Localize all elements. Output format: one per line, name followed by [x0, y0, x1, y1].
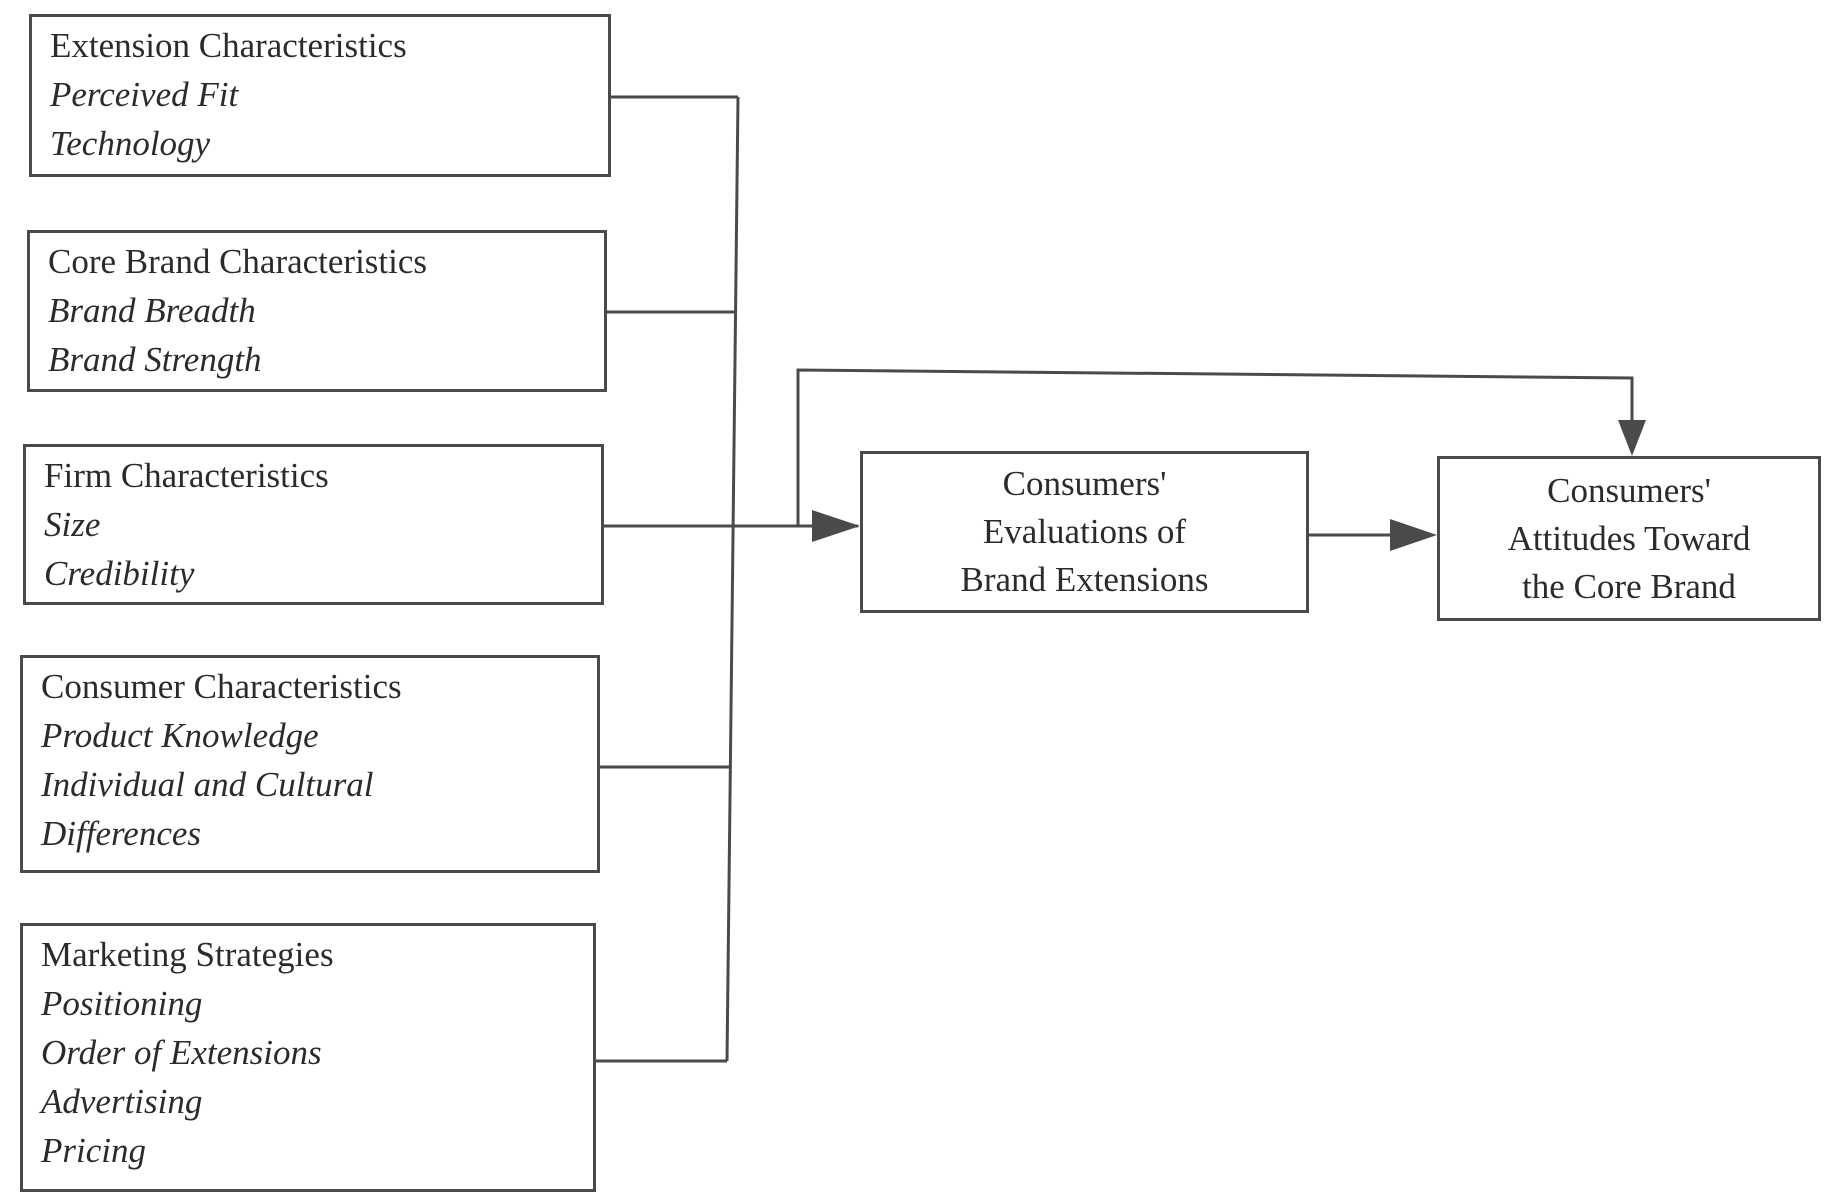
box-heading: Core Brand Characteristics — [48, 242, 428, 281]
box-item: Brand Breadth — [48, 291, 256, 330]
box-item: Order of Extensions — [41, 1033, 322, 1072]
box-consumer-evaluations: Consumers' Evaluations of Brand Extensio… — [860, 451, 1309, 613]
box-heading: Extension Characteristics — [50, 26, 407, 65]
box-text: Attitudes Toward — [1507, 518, 1751, 558]
box-item: Pricing — [41, 1131, 146, 1170]
box-heading: Marketing Strategies — [41, 935, 334, 974]
box-item: Individual and Cultural — [41, 765, 374, 804]
box-core-brand-characteristics: Core Brand Characteristics Brand Breadth… — [27, 230, 607, 392]
box-text: Evaluations of — [982, 512, 1187, 551]
connector-bus — [725, 96, 740, 1062]
box-item: Advertising — [41, 1082, 203, 1121]
box-text: Consumers' — [1547, 470, 1711, 510]
box-item: Product Knowledge — [41, 716, 319, 755]
box-marketing-strategies: Marketing Strategies Positioning Order o… — [20, 923, 596, 1192]
box-item: Differences — [41, 814, 202, 853]
arrowhead-attitudes-side — [1390, 519, 1437, 551]
box-item: Size — [44, 505, 101, 544]
box-extension-characteristics: Extension Characteristics Perceived Fit … — [29, 14, 611, 177]
arrowhead-evaluations — [812, 510, 860, 542]
box-firm-characteristics: Firm Characteristics Size Credibility — [23, 444, 604, 605]
box-text: the Core Brand — [1522, 566, 1736, 606]
box-consumer-characteristics: Consumer Characteristics Product Knowled… — [20, 655, 600, 873]
box-item: Brand Strength — [48, 340, 262, 379]
box-item: Perceived Fit — [50, 75, 239, 114]
box-item: Positioning — [41, 984, 203, 1023]
box-heading: Firm Characteristics — [44, 456, 329, 495]
box-consumer-attitudes: Consumers' Attitudes Toward the Core Bra… — [1437, 456, 1821, 621]
box-heading: Consumer Characteristics — [41, 667, 402, 706]
arrowhead-attitudes-top — [1618, 420, 1646, 456]
box-text: Consumers' — [1002, 464, 1167, 503]
box-text: Brand Extensions — [960, 560, 1209, 599]
arrow-to-attitudes-direct — [796, 368, 1634, 526]
box-item: Technology — [50, 124, 211, 163]
box-item: Credibility — [44, 554, 195, 593]
